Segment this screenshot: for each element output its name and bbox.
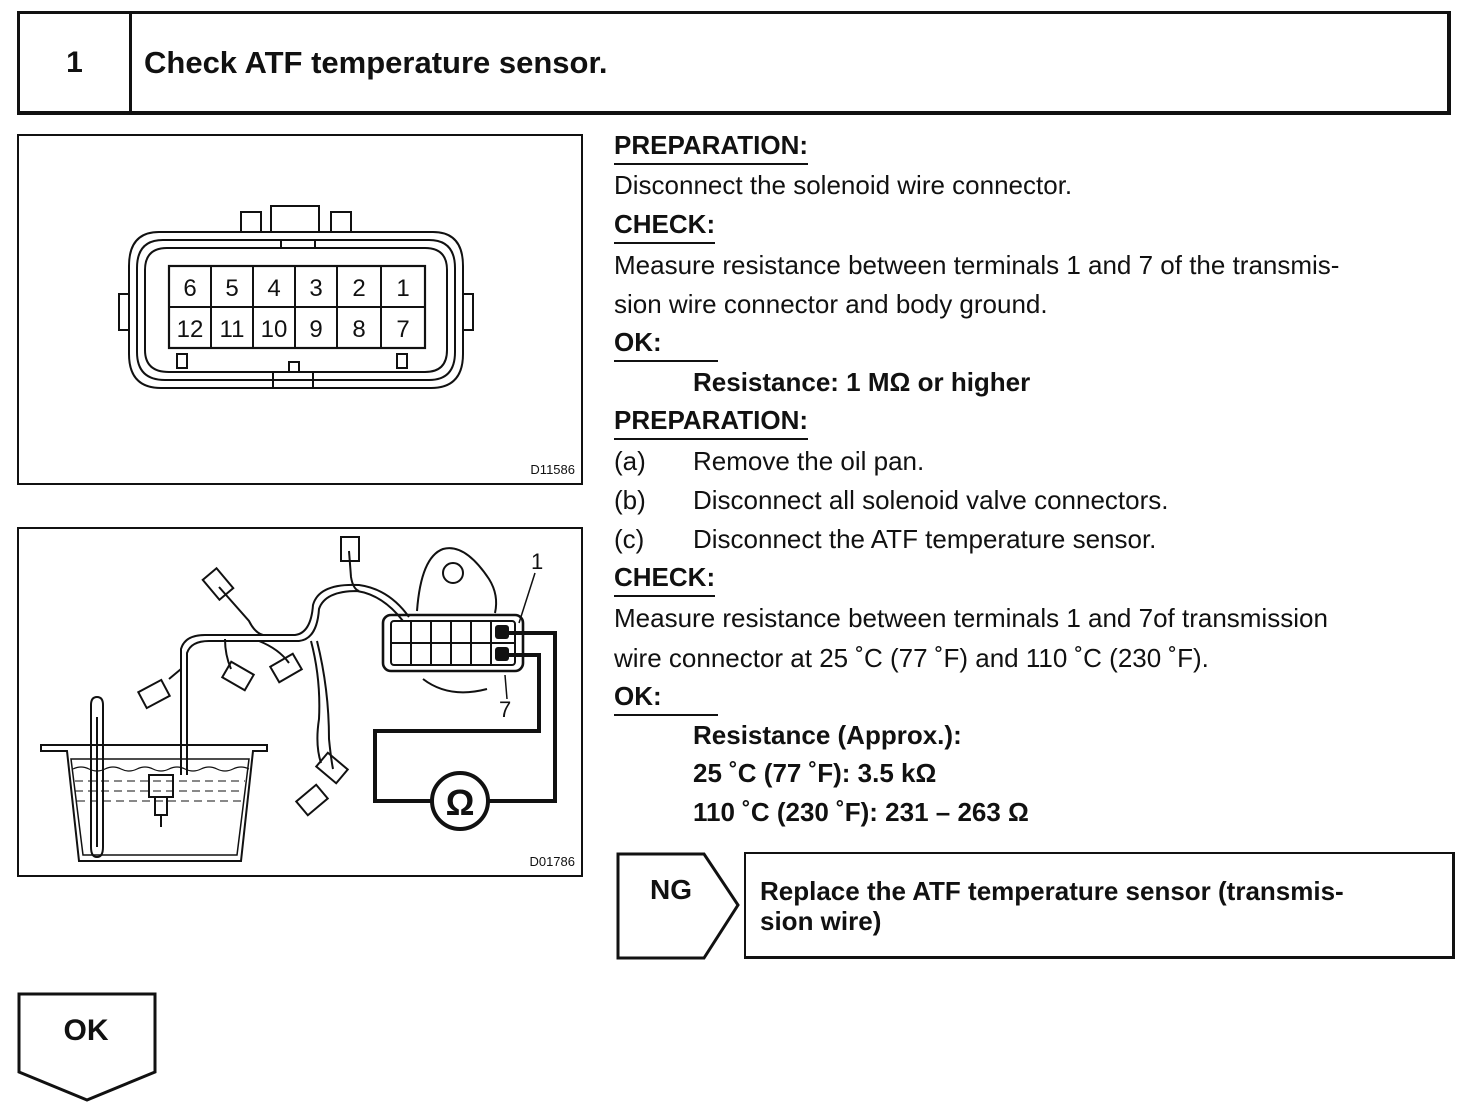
prep2-step-text: Remove the oil pan.: [693, 446, 925, 476]
ng-label: NG: [650, 874, 692, 905]
terminal-3: 3: [309, 275, 322, 302]
label-terminal-7: 7: [499, 697, 511, 722]
sensor-test-diagram: 1 7 Ω: [40, 536, 557, 862]
terminal-11: 11: [220, 316, 245, 343]
figure-code: D11586: [530, 462, 575, 477]
terminal-4: 4: [267, 275, 280, 302]
ng-result-box: Replace the ATF temperature sensor (tran…: [744, 852, 1455, 959]
ohm-icon: Ω: [446, 782, 475, 823]
ok-label: OK: [63, 1014, 109, 1047]
terminal-10: 10: [261, 316, 288, 343]
prep2-step-text: Disconnect the ATF temperature sensor.: [693, 524, 1157, 554]
check2-heading: CHECK:: [614, 562, 716, 597]
ok2-spec-line1: 25 ˚C (77 ˚F): 3.5 kΩ: [693, 758, 937, 788]
ok1-spec: Resistance: 1 MΩ or higher: [693, 367, 1031, 397]
prep2-step-letter: (a): [614, 446, 646, 476]
ok1-heading: OK:: [614, 327, 718, 362]
ok2-spec-title: Resistance (Approx.):: [693, 720, 962, 750]
prep1-heading: PREPARATION:: [614, 130, 809, 165]
ok2-spec-line2: 110 ˚C (230 ˚F): 231 – 263 Ω: [693, 797, 1029, 827]
ng-result-text: Replace the ATF temperature sensor (tran…: [760, 876, 1344, 936]
check1-line2: sion wire connector and body ground.: [614, 289, 1048, 319]
terminal-9: 9: [309, 316, 322, 343]
prep2-step-letter: (b): [614, 485, 646, 515]
connector-diagram: 6 5 4 3 2 1 12 11 10 9 8 7: [118, 205, 474, 389]
ok2-heading: OK:: [614, 681, 718, 716]
terminal-12: 12: [177, 316, 204, 343]
terminal-8: 8: [352, 316, 365, 343]
check2-line2: wire connector at 25 ˚C (77 ˚F) and 110 …: [614, 643, 1209, 673]
terminal-5: 5: [225, 275, 238, 302]
step-header: 1 Check ATF temperature sensor.: [17, 11, 1451, 115]
check1-heading: CHECK:: [614, 209, 716, 244]
ng-arrow-shape: [616, 852, 740, 960]
terminal-2: 2: [352, 275, 365, 302]
label-terminal-1: 1: [531, 549, 543, 574]
step-number: 1: [20, 14, 132, 111]
check1-line1: Measure resistance between terminals 1 a…: [614, 250, 1340, 280]
terminal-6: 6: [183, 275, 196, 302]
terminal-1: 1: [396, 275, 409, 302]
prep2-step-text: Disconnect all solenoid valve connectors…: [693, 485, 1169, 515]
connector-figure: 6 5 4 3 2 1 12 11 10 9 8 7 D11586: [17, 134, 583, 485]
figure-code: D01786: [529, 854, 575, 869]
step-title: Check ATF temperature sensor.: [144, 44, 608, 80]
sensor-test-figure: 1 7 Ω D01786: [17, 527, 583, 877]
prep2-step-letter: (c): [614, 524, 645, 554]
prep1-text: Disconnect the solenoid wire connector.: [614, 170, 1073, 200]
ok-arrow-shape: [17, 992, 157, 1102]
check2-line1: Measure resistance between terminals 1 a…: [614, 603, 1328, 633]
terminal-7: 7: [396, 316, 409, 343]
prep2-heading: PREPARATION:: [614, 405, 809, 440]
